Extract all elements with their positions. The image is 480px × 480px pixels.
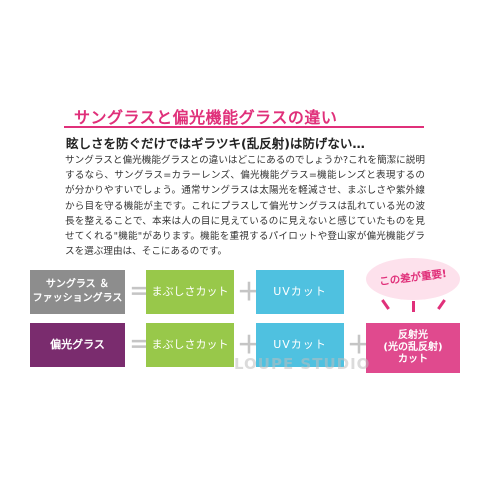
sunglasses-label-box: サングラス ＆ ファッショングラス bbox=[30, 270, 125, 314]
reflection-cut-line3: カット bbox=[398, 354, 428, 365]
title-underline bbox=[64, 126, 424, 128]
glare-cut-label: まぶしさカット bbox=[151, 285, 229, 298]
equals-sign: ＝ bbox=[129, 278, 153, 306]
polarized-label-box: 偏光グラス bbox=[30, 323, 125, 367]
glare-cut-label: まぶしさカット bbox=[151, 338, 229, 351]
badge-spike bbox=[437, 299, 446, 310]
reflection-cut-line2: (光の乱反射) bbox=[383, 342, 443, 353]
plus-sign: ＋ bbox=[237, 331, 261, 359]
plus-sign: ＋ bbox=[237, 278, 261, 306]
uv-cut-label: UVカット bbox=[273, 338, 327, 351]
reflection-cut-line1: 反射光 bbox=[398, 330, 428, 341]
equals-sign: ＝ bbox=[129, 331, 153, 359]
sunglasses-label: サングラス ＆ ファッショングラス bbox=[32, 279, 123, 304]
uv-cut-label: UVカット bbox=[273, 285, 327, 298]
badge-spike bbox=[412, 301, 415, 312]
uv-cut-box: UVカット bbox=[256, 323, 344, 367]
plus-sign: ＋ bbox=[347, 331, 371, 359]
glare-cut-box: まぶしさカット bbox=[146, 323, 234, 367]
watermark: LOUPE STUDIO bbox=[234, 355, 371, 373]
section-subtitle: 眩しさを防ぐだけではギラツキ(乱反射)は防げない… bbox=[66, 136, 365, 151]
glare-cut-box: まぶしさカット bbox=[146, 270, 234, 314]
section-title: サングラスと偏光機能グラスの違い bbox=[74, 108, 338, 127]
polarized-label: 偏光グラス bbox=[50, 338, 105, 351]
badge-spike bbox=[381, 299, 390, 310]
uv-cut-box: UVカット bbox=[256, 270, 344, 314]
importance-badge bbox=[366, 258, 460, 300]
body-paragraph: サングラスと偏光機能グラスとの違いはどこにあるのでしょうか?これを簡潔に説明する… bbox=[65, 155, 425, 258]
reflection-cut-box: 反射光 (光の乱反射) カット bbox=[366, 323, 460, 373]
